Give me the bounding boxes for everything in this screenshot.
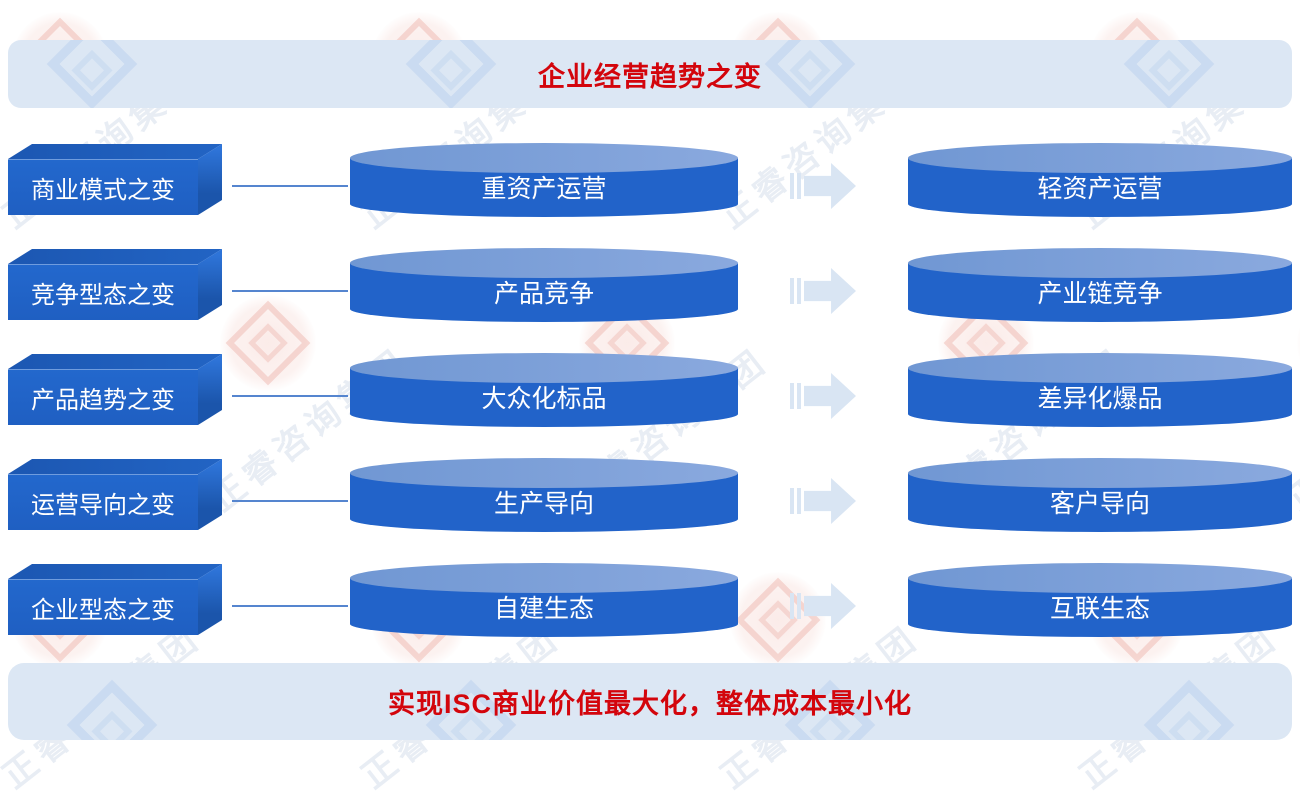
cylinder-top-face [908, 143, 1292, 173]
future-state-label: 客户导向 [1049, 489, 1150, 518]
current-state-label: 自建生态 [493, 594, 594, 623]
transition-arrow-icon [790, 583, 856, 629]
connector-line [232, 290, 348, 292]
transition-arrow-icon [790, 163, 856, 209]
current-state-cylinder: 产品竞争 [350, 248, 738, 322]
current-state-label: 重资产运营 [481, 174, 607, 203]
current-state-label: 生产导向 [493, 489, 594, 518]
cylinder-top-face [350, 143, 738, 173]
trend-category-box: 商业模式之变 [8, 144, 222, 215]
connector-line [232, 605, 348, 607]
cylinder-top-face [350, 458, 738, 488]
future-state-label: 轻资产运营 [1037, 174, 1163, 203]
diamond-logo-icon [764, 40, 856, 108]
cylinder-top-face [350, 563, 738, 593]
trend-row: 运营导向之变 生产导向 客户导向 [8, 458, 1292, 541]
page-title: 企业经营趋势之变 [538, 61, 762, 92]
conclusion-text: 实现ISC商业价值最大化，整体成本最小化 [387, 689, 912, 719]
trend-category-label: 产品趋势之变 [31, 386, 175, 414]
trend-category-box: 产品趋势之变 [8, 354, 222, 425]
box-front-face: 运营导向之变 [8, 474, 198, 530]
cylinder-top-face [350, 353, 738, 383]
connector-line [232, 500, 348, 502]
box-top-face [8, 249, 222, 264]
trend-row: 竞争型态之变 产品竞争 产业链竞争 [8, 248, 1292, 331]
diamond-logo-icon [1123, 40, 1215, 108]
connector-line [232, 395, 348, 397]
trend-row: 企业型态之变 自建生态 互联生态 [8, 563, 1292, 646]
current-state-label: 大众化标品 [481, 384, 607, 413]
current-state-cylinder: 大众化标品 [350, 353, 738, 427]
connector-line [232, 185, 348, 187]
diagram-canvas: 企业经营趋势之变 商业模式之变 重资产运营 轻资产运营 [8, 40, 1292, 740]
current-state-label: 产品竞争 [493, 279, 594, 308]
trend-row: 商业模式之变 重资产运营 轻资产运营 [8, 143, 1292, 226]
cylinder-top-face [350, 248, 738, 278]
future-state-cylinder: 差异化爆品 [908, 353, 1292, 427]
cylinder-top-face [908, 248, 1292, 278]
future-state-cylinder: 轻资产运营 [908, 143, 1292, 217]
trend-category-box: 竞争型态之变 [8, 249, 222, 320]
box-front-face: 产品趋势之变 [8, 369, 198, 425]
future-state-cylinder: 互联生态 [908, 563, 1292, 637]
box-top-face [8, 459, 222, 474]
box-front-face: 企业型态之变 [8, 579, 198, 635]
trend-category-label: 竞争型态之变 [31, 281, 175, 309]
diamond-logo-icon [46, 40, 138, 108]
future-state-cylinder: 客户导向 [908, 458, 1292, 532]
trend-category-box: 企业型态之变 [8, 564, 222, 635]
trend-category-label: 运营导向之变 [31, 491, 175, 519]
diamond-logo-icon [1143, 679, 1235, 740]
trend-category-box: 运营导向之变 [8, 459, 222, 530]
trend-row: 产品趋势之变 大众化标品 差异化爆品 [8, 353, 1292, 436]
footer-banner: 实现ISC商业价值最大化，整体成本最小化 [8, 663, 1292, 740]
trend-category-label: 商业模式之变 [31, 176, 175, 204]
box-front-face: 商业模式之变 [8, 159, 198, 215]
trend-category-label: 企业型态之变 [31, 596, 175, 624]
box-top-face [8, 144, 222, 159]
box-top-face [8, 354, 222, 369]
diamond-logo-icon [405, 40, 497, 108]
future-state-label: 差异化爆品 [1037, 384, 1163, 413]
transition-arrow-icon [790, 373, 856, 419]
cylinder-top-face [908, 563, 1292, 593]
future-state-label: 互联生态 [1049, 594, 1150, 623]
future-state-cylinder: 产业链竞争 [908, 248, 1292, 322]
cylinder-top-face [908, 458, 1292, 488]
box-top-face [8, 564, 222, 579]
current-state-cylinder: 自建生态 [350, 563, 738, 637]
header-banner: 企业经营趋势之变 [8, 40, 1292, 108]
future-state-label: 产业链竞争 [1037, 279, 1163, 308]
cylinder-top-face [908, 353, 1292, 383]
transition-arrow-icon [790, 268, 856, 314]
diamond-logo-icon [66, 679, 158, 740]
box-front-face: 竞争型态之变 [8, 264, 198, 320]
current-state-cylinder: 生产导向 [350, 458, 738, 532]
current-state-cylinder: 重资产运营 [350, 143, 738, 217]
transition-arrow-icon [790, 478, 856, 524]
